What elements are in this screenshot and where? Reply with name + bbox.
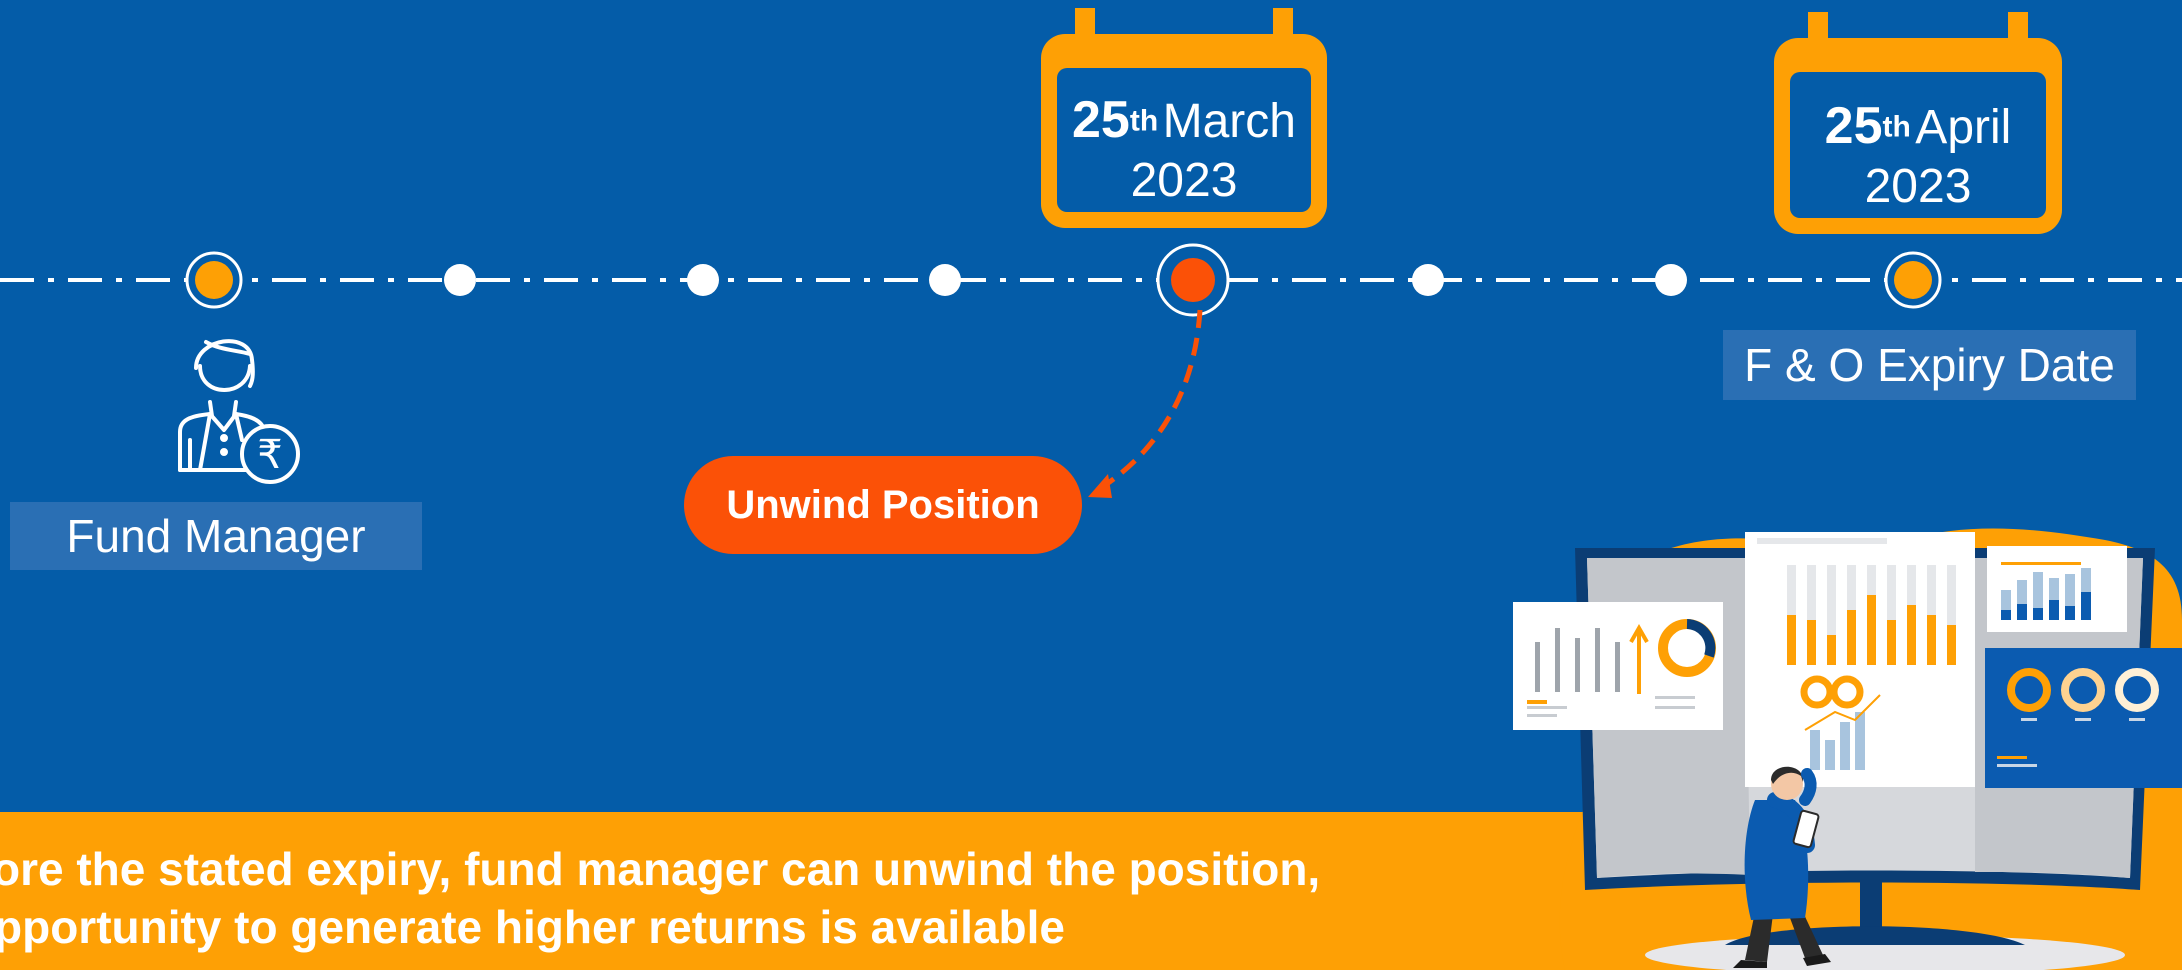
calendar-march-date: 25th March — [1035, 90, 1333, 150]
calendar-april-suffix: th — [1882, 110, 1911, 144]
analyst-figure — [1733, 766, 1831, 968]
fund-manager-icon: ₹ — [178, 339, 300, 484]
calendar-april-month: April — [1915, 101, 2012, 154]
banner-line-1: ore the stated expiry, fund manager can … — [0, 843, 1321, 895]
timeline-dot — [1655, 264, 1687, 296]
calendar-april-date: 25th April — [1768, 96, 2068, 156]
calendar-april-day: 25 — [1824, 97, 1883, 155]
unwind-arrowhead — [1088, 474, 1112, 498]
calendar-march-month: March — [1162, 95, 1296, 148]
rupee-icon: ₹ — [240, 424, 300, 484]
timeline-marker-april — [1884, 251, 1942, 309]
timeline-marker-start — [185, 251, 243, 309]
unwind-arrow — [1096, 309, 1203, 493]
svg-text:₹: ₹ — [257, 432, 282, 478]
calendar-icon — [1774, 12, 2062, 234]
calendar-icon — [1041, 8, 1327, 228]
expiry-date-label: F & O Expiry Date — [1723, 330, 2136, 400]
calendar-march-year: 2023 — [1130, 154, 1238, 207]
calendar-april: 25th April 2023 — [1768, 12, 2068, 240]
calendar-april-year: 2023 — [1864, 160, 1972, 213]
timeline-marker-march — [1156, 243, 1230, 317]
calendar-march-day: 25 — [1072, 91, 1130, 149]
fund-manager-label: Fund Manager — [10, 502, 422, 570]
timeline-dot — [444, 264, 476, 296]
timeline-dot — [687, 264, 719, 296]
timeline-dot — [929, 264, 961, 296]
calendar-march-suffix: th — [1129, 104, 1159, 138]
timeline-dot — [1412, 264, 1444, 296]
analyst-dashboard-illustration — [1513, 528, 2182, 970]
unwind-position-pill: Unwind Position — [684, 456, 1082, 554]
banner-line-2: pportunity to generate higher returns is… — [0, 901, 1066, 953]
calendar-march: 25th March 2023 — [1035, 8, 1333, 234]
